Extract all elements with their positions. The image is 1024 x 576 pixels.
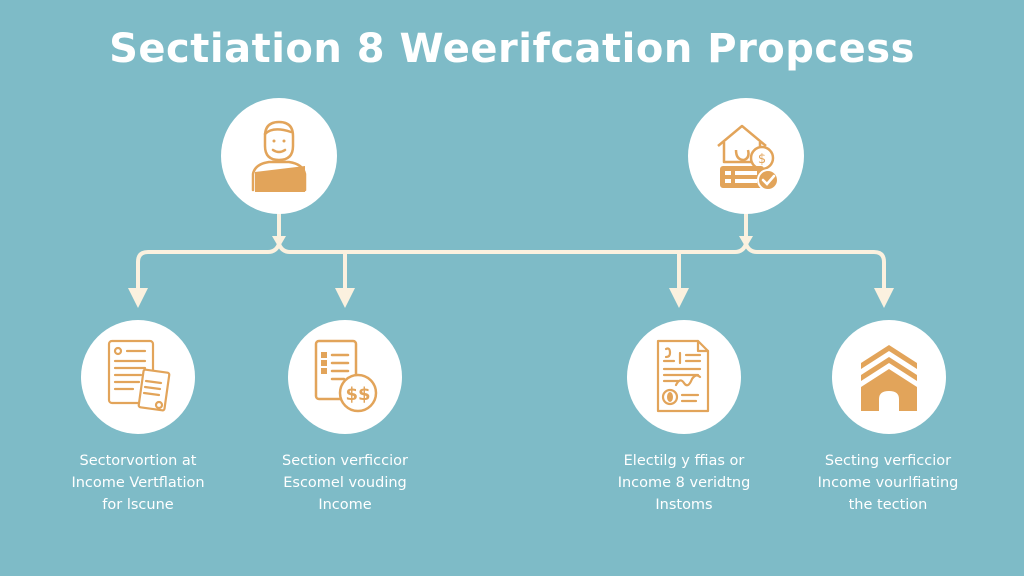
svg-text:$: $ <box>758 152 766 167</box>
caption-line: Escomel vouding <box>283 475 407 491</box>
page-title: Sectiation 8 Weerifcation Propcess <box>109 26 915 72</box>
step-2-node: $$ <box>288 320 402 434</box>
caption-line: Electilg y ffias or <box>623 453 745 469</box>
checklist-dollar-icon: $$ <box>314 339 378 413</box>
caption-line: the tection <box>848 497 928 513</box>
caption-line: Income Vertflation <box>71 475 205 491</box>
signed-document-icon <box>656 339 710 413</box>
caption-line: Sectorvortion at <box>79 453 197 469</box>
step-3-caption: Electilg y ffias or Income 8 veridtng In… <box>584 450 784 516</box>
applicant-node <box>221 98 337 214</box>
caption-line: Income 8 veridtng <box>617 475 751 491</box>
house-icon <box>861 345 917 411</box>
caption-line: Income vourlfiating <box>817 475 959 491</box>
step-2-caption: Section verficcior Escomel vouding Incom… <box>245 450 445 516</box>
step-4-caption: Secting verficcior Income vourlfiating t… <box>788 450 988 516</box>
step-4-node <box>832 320 946 434</box>
caption-line: Section verficcior <box>282 453 408 469</box>
step-1-caption: Sectorvortion at Income Vertflation for … <box>38 450 238 516</box>
caption-line: for lscune <box>102 497 174 513</box>
caption-line: Instoms <box>655 497 713 513</box>
step-1-node <box>81 320 195 434</box>
svg-text:$$: $$ <box>345 384 370 405</box>
house-dollar-check-icon: $ <box>717 124 779 191</box>
housing-income-node: $ <box>688 98 804 214</box>
caption-line: Secting verficcior <box>824 453 952 469</box>
caption-line: Income <box>318 497 372 513</box>
documents-icon <box>107 339 171 412</box>
person-with-laptop-icon <box>251 120 307 192</box>
step-3-node <box>627 320 741 434</box>
